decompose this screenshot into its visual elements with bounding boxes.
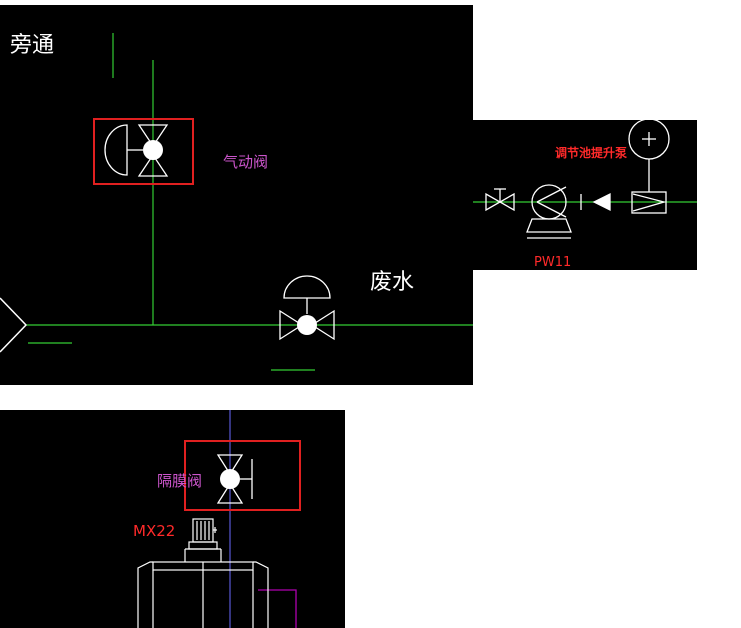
diagram-panel-bottom: [0, 410, 345, 628]
label-diaphragm-valve: 隔膜阀: [157, 472, 203, 490]
check-valve-icon: [580, 192, 611, 212]
diaphragm-valve-icon: [216, 454, 253, 504]
highlight-box-diaphragm: [184, 440, 301, 511]
diagram-panel-top: [0, 5, 473, 385]
pump-icon: [526, 184, 572, 239]
pneumatic-valve-icon: [104, 124, 169, 177]
label-pneumatic-valve: 气动阀: [223, 153, 269, 171]
label-wastewater: 废水: [370, 270, 415, 295]
label-bypass: 旁通: [10, 33, 55, 58]
wastewater-valve-icon: [279, 275, 335, 341]
pipes-top: [26, 33, 473, 371]
label-mixer-id: MX22: [133, 522, 176, 540]
pressure-gauge-icon: [628, 118, 670, 214]
diagram-panel-right: [473, 120, 697, 270]
flow-arrow-icon: [0, 297, 28, 353]
highlight-box-pneumatic: [93, 118, 194, 185]
purple-pipe: [258, 589, 297, 628]
gate-valve-icon: [485, 188, 515, 212]
mixer-motor-icon: [188, 518, 218, 550]
mixer-tank-icon: [137, 548, 269, 628]
label-pump-id: PW11: [534, 255, 572, 270]
label-lift-pump: 调节池提升泵: [555, 146, 628, 160]
